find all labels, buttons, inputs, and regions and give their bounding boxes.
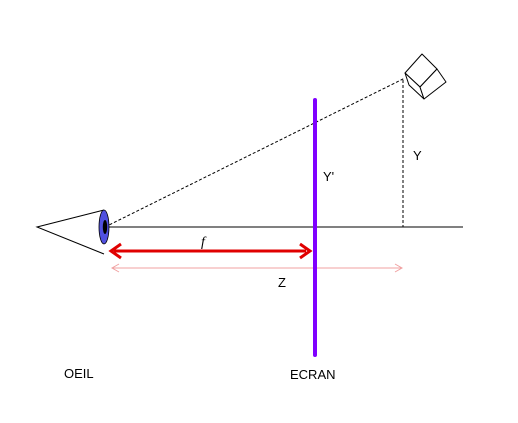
distance-arrow [110, 263, 404, 273]
object-height-label: Y [413, 148, 422, 163]
eye-pupil [102, 220, 108, 234]
distance-label: Z [278, 275, 286, 290]
projected-height-label: Y' [323, 169, 334, 184]
eye-icon [35, 209, 110, 255]
focal-length-arrow [108, 242, 313, 260]
sight-line [104, 77, 406, 228]
focal-label: f [201, 235, 207, 250]
eye-label: OEIL [64, 366, 94, 381]
screen-label: ECRAN [290, 367, 336, 382]
cube-object-icon [404, 53, 447, 100]
